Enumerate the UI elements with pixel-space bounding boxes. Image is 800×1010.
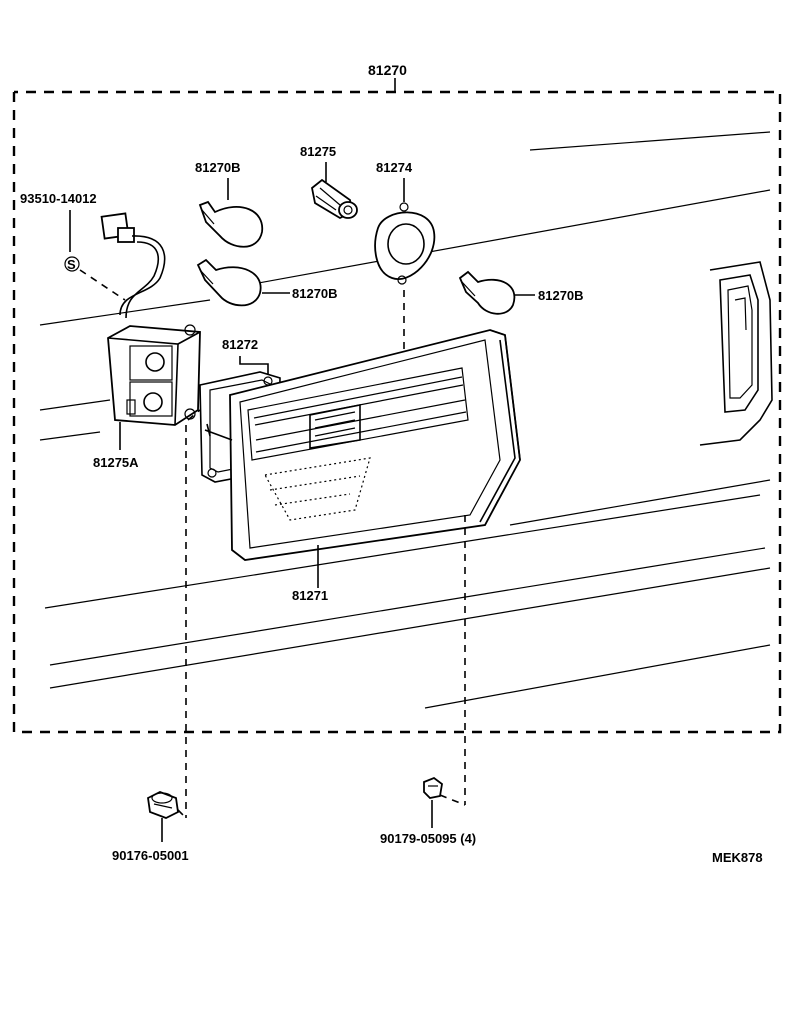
socket-housing-label: 81275A — [93, 455, 139, 470]
gasket-ring — [374, 202, 436, 285]
bulb-right — [458, 270, 516, 315]
bulb-top — [198, 200, 263, 248]
lens-assembly-label: 81271 — [292, 588, 328, 603]
bulb-right-label: 81270B — [538, 288, 584, 303]
assembly-label: 81270 — [368, 62, 407, 78]
s-marker-symbol: S — [67, 257, 76, 272]
lens-gasket-label: 81272 — [222, 337, 258, 352]
nut-left-label: 90176-05001 — [112, 848, 189, 863]
harness-label: 93510-14012 — [20, 191, 97, 206]
nut-left — [147, 791, 179, 819]
guide-line-harness — [187, 409, 201, 421]
lens-screw-stub — [204, 423, 233, 441]
gasket-ring-label: 81274 — [376, 160, 413, 175]
wire-harness — [100, 212, 166, 319]
assembly-frame — [12, 78, 782, 734]
lens-assembly — [229, 329, 521, 561]
socket — [311, 178, 358, 220]
screw-right — [423, 776, 443, 799]
bulb-middle — [196, 258, 262, 307]
s-marker: S — [64, 256, 80, 272]
bulb-middle-label: 81270B — [292, 286, 338, 301]
screw-right-label: 90179-05095 (4) — [380, 831, 476, 846]
socket-housing — [107, 324, 201, 426]
socket-label: 81275 — [300, 144, 336, 159]
tailgate-panel-lines — [39, 131, 773, 709]
diagram-code: MEK878 — [712, 850, 763, 865]
bulb-top-label: 81270B — [195, 160, 241, 175]
